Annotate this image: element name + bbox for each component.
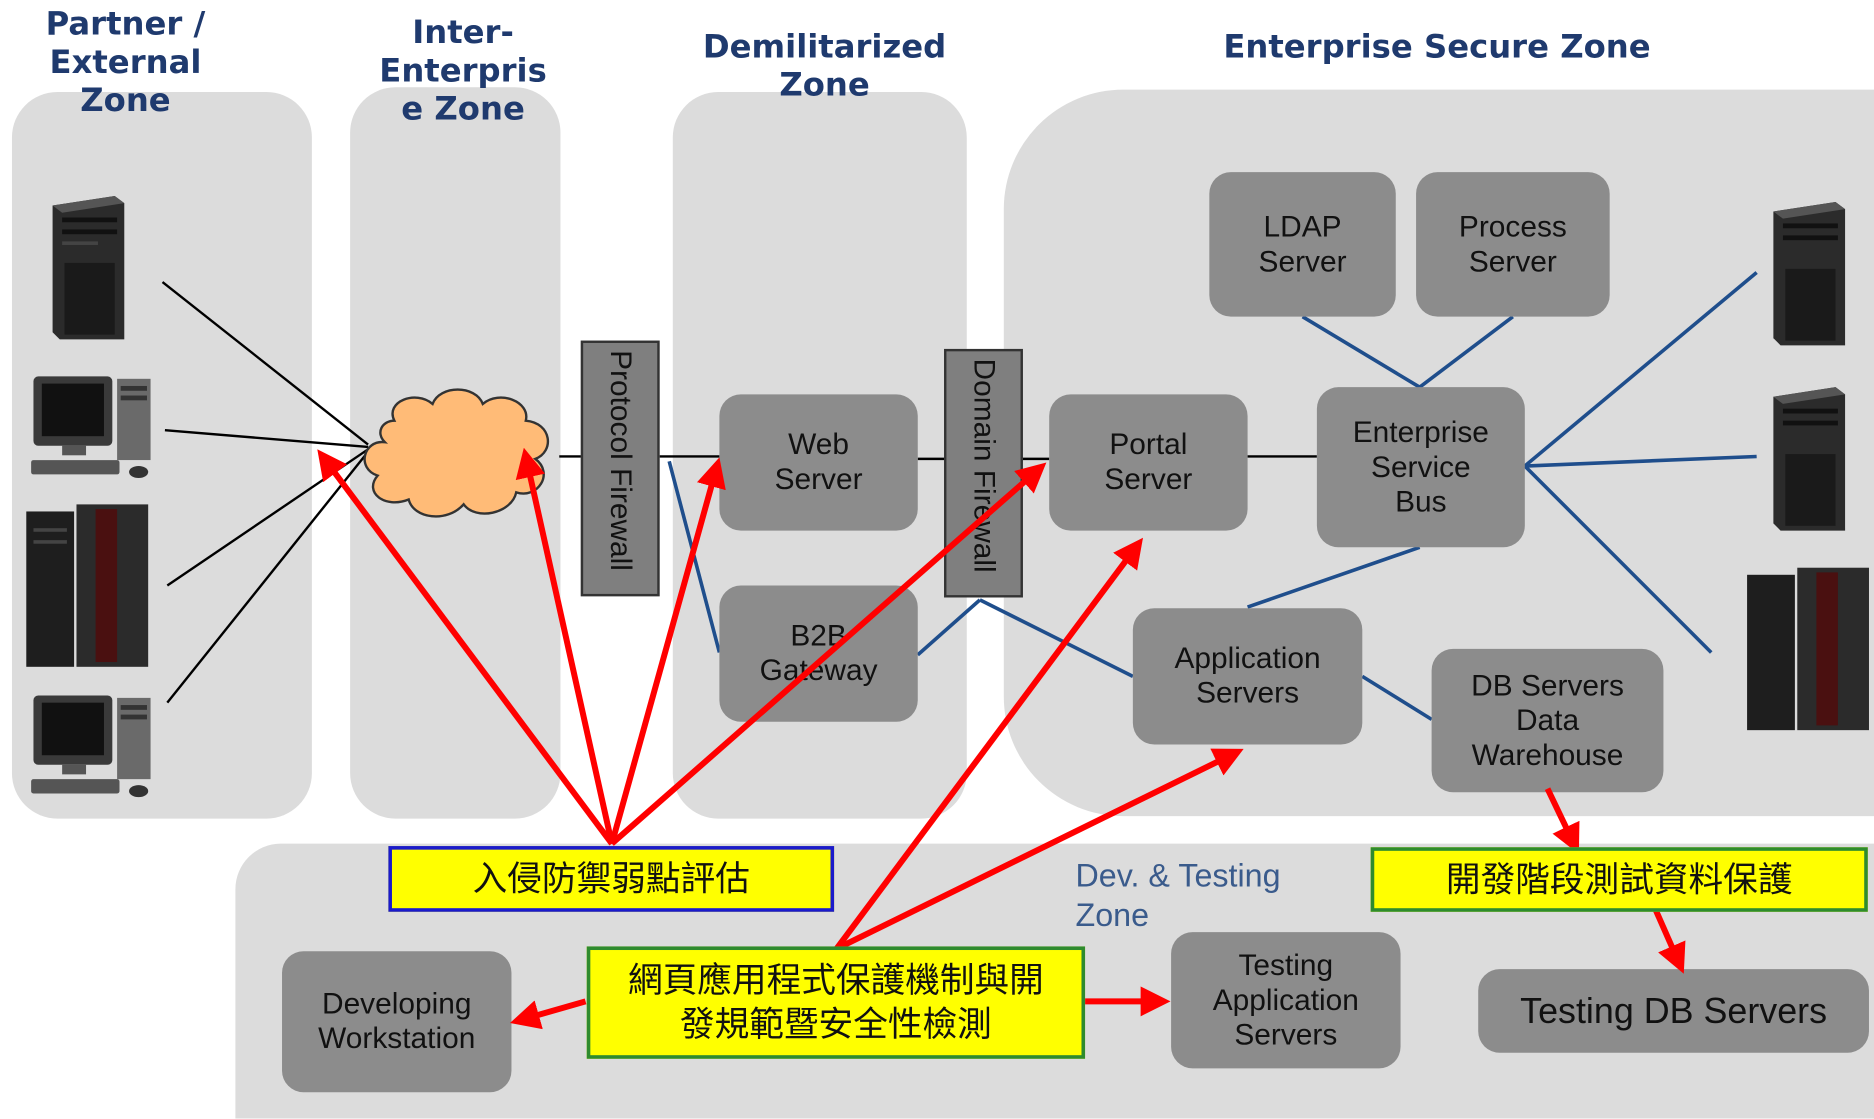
- portal-server: Portal Server: [1049, 394, 1248, 531]
- red-arrows: [317, 447, 1686, 1030]
- enterprise-zone-title: Enterprise Secure Zone: [1223, 28, 1651, 66]
- dev-testing-zone-title: Dev. & Testing Zone: [1075, 858, 1281, 934]
- developing-workstation: Developing Workstation: [282, 951, 512, 1093]
- domain-firewall: Domain Firewall: [944, 348, 1023, 598]
- dmz-zone-title: Demilitarized Zone: [702, 28, 947, 104]
- testing-application-servers: Testing Application Servers: [1171, 932, 1401, 1069]
- tower-server-icon: [52, 195, 125, 340]
- desktop-pc-icon: [31, 695, 151, 798]
- testing-db-servers: Testing DB Servers: [1478, 969, 1869, 1053]
- tower-server-icon: [1773, 387, 1846, 531]
- test-data-protection-callout: 開發階段測試資料保護: [1370, 847, 1868, 912]
- intrusion-prevention-callout: 入侵防禦弱點評估: [388, 846, 835, 912]
- protocol-firewall: Protocol Firewall: [580, 340, 660, 597]
- process-server: Process Server: [1416, 172, 1610, 317]
- mainframe-icon: [26, 504, 149, 667]
- cloud-icon: [363, 388, 550, 518]
- web-server: Web Server: [719, 394, 918, 531]
- inter-enterprise-zone-title: Inter- Enterpris e Zone: [379, 14, 547, 128]
- tower-server-icon: [1773, 201, 1846, 346]
- web-app-protection-callout: 網頁應用程式保護機制與開 發規範暨安全性檢測: [586, 946, 1086, 1059]
- ldap-server: LDAP Server: [1209, 172, 1396, 317]
- architecture-diagram: Partner / External Zone Inter- Enterpris…: [11, 5, 1874, 1119]
- enterprise-service-bus: Enterprise Service Bus: [1316, 387, 1525, 548]
- partner-zone-title: Partner / External Zone: [45, 5, 206, 120]
- mainframe-icon: [1747, 567, 1869, 731]
- db-servers-data-warehouse: DB Servers Data Warehouse: [1431, 648, 1664, 793]
- desktop-pc-icon: [31, 376, 151, 479]
- application-servers: Application Servers: [1132, 608, 1363, 745]
